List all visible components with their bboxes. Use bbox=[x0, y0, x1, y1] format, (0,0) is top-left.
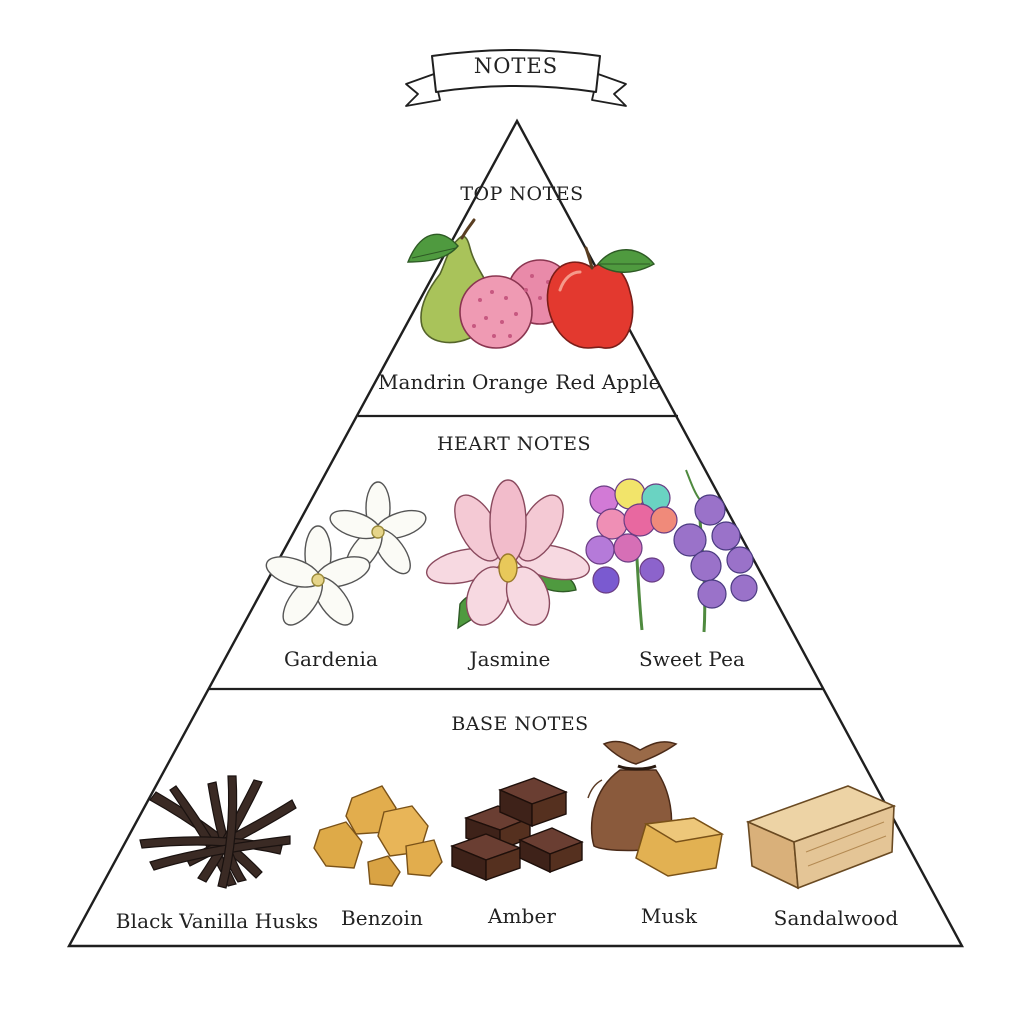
notes-banner bbox=[405, 49, 627, 107]
tier-title-base: BASE NOTES bbox=[451, 713, 589, 735]
base-note-musk: Musk bbox=[640, 904, 698, 928]
top-note-mandrin-orange: Mandrin Orange bbox=[377, 370, 549, 394]
banner-title: NOTES bbox=[473, 54, 559, 78]
sandalwood-block-icon bbox=[745, 785, 897, 890]
musk-pouch-icon bbox=[587, 740, 725, 877]
jasmine-flower-icon bbox=[425, 479, 591, 630]
vanilla-pods-icon bbox=[139, 775, 297, 889]
red-apple-icon bbox=[546, 246, 656, 349]
heart-note-sweet-pea: Sweet Pea bbox=[638, 647, 746, 671]
amber-chocolate-icon bbox=[450, 777, 584, 882]
heart-note-gardenia: Gardenia bbox=[283, 647, 379, 671]
base-note-benzoin: Benzoin bbox=[341, 906, 423, 930]
banner-left-tail bbox=[405, 73, 441, 107]
base-note-black-vanilla-husks: Black Vanilla Husks bbox=[115, 909, 319, 933]
base-note-amber: Amber bbox=[487, 904, 557, 928]
gardenia-flower-icon bbox=[265, 481, 427, 626]
tier-title-heart: HEART NOTES bbox=[436, 433, 592, 455]
banner-ribbon bbox=[431, 49, 601, 93]
benzoin-resin-icon bbox=[313, 785, 443, 887]
banner-right-tail bbox=[591, 73, 627, 107]
heart-note-jasmine: Jasmine bbox=[469, 647, 551, 671]
tier-title-top: TOP NOTES bbox=[460, 183, 584, 205]
base-note-sandalwood: Sandalwood bbox=[773, 906, 899, 930]
top-note-red-apple: Red Apple bbox=[555, 370, 661, 394]
sweet-pea-flower-icon bbox=[585, 469, 758, 633]
